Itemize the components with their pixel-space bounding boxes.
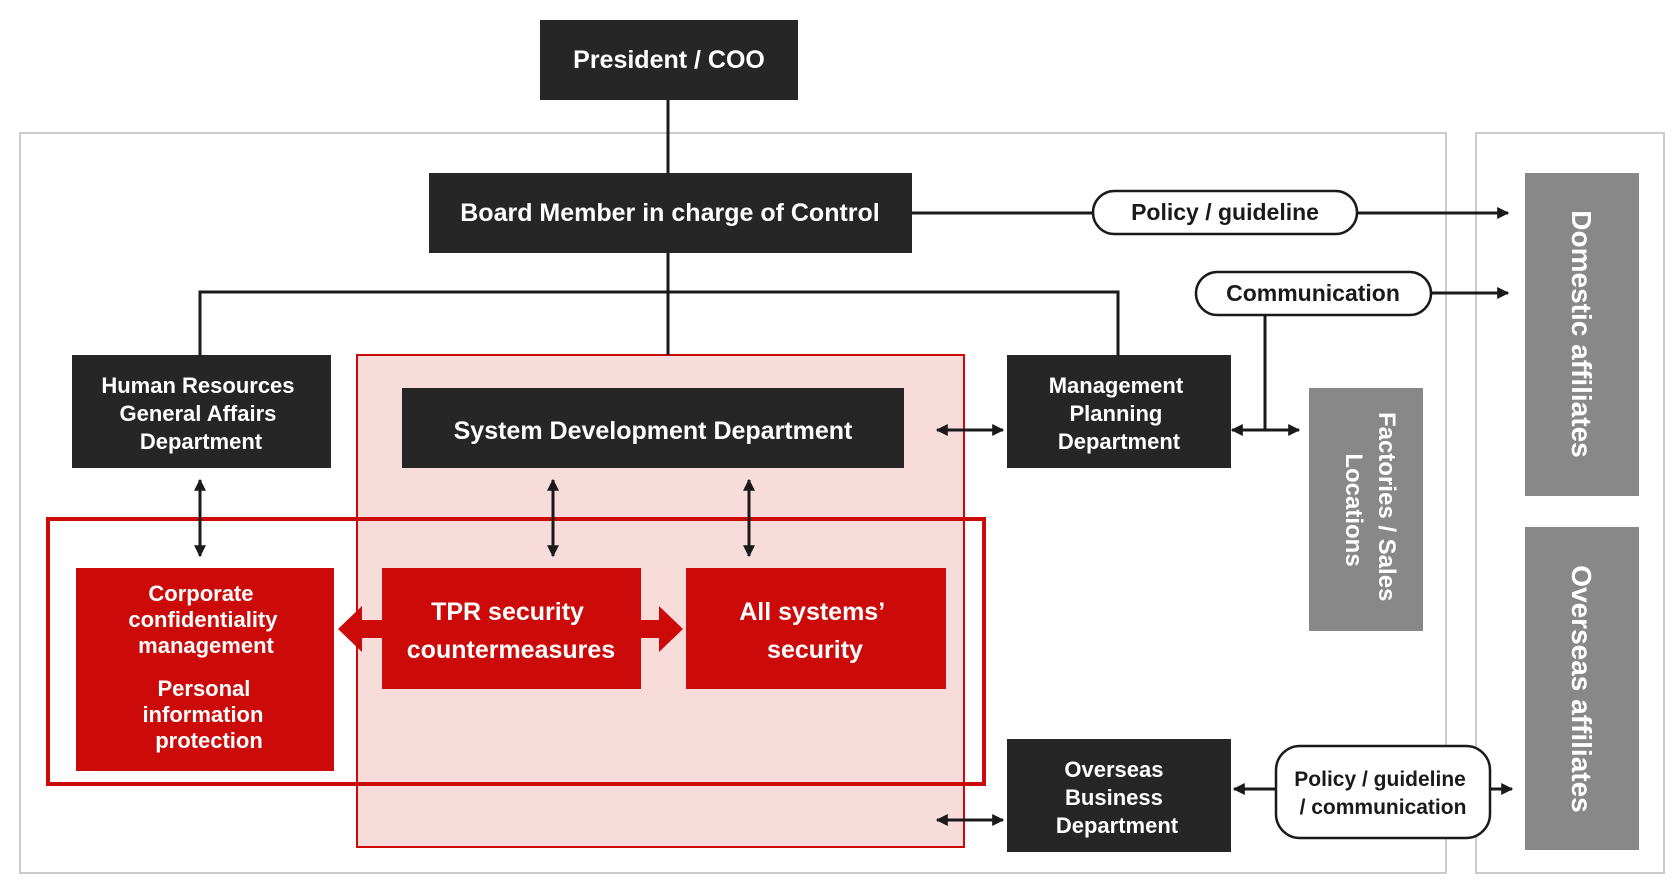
corporate-tpr-arrow <box>338 606 382 652</box>
box-allsys: All systems’ security <box>686 568 946 689</box>
box-board: Board Member in charge of Control <box>429 173 912 253</box>
factories-label: Factories / Sales Locations <box>1340 412 1400 608</box>
security-arrows <box>338 606 683 652</box>
security-outline <box>46 517 986 786</box>
box-overseas-dept: Overseas Business Department <box>1007 739 1231 852</box>
tpr-allsys-arrow <box>638 606 683 652</box>
mgmt-label: Management Planning Department <box>1049 373 1190 454</box>
personal-label: Personal information protection <box>142 676 269 753</box>
box-tpr: TPR security countermeasures <box>382 568 641 689</box>
corporate-label: Corporate confidentiality management <box>128 581 283 658</box>
box-sysdev: System Development Department <box>402 388 904 468</box>
box-mgmt: Management Planning Department <box>1007 355 1231 468</box>
hr-label: Human Resources General Affairs Departme… <box>101 373 300 454</box>
president-label: President / COO <box>573 46 765 74</box>
communication-label: Communication <box>1226 280 1400 306</box>
affiliates-frame <box>1475 132 1665 874</box>
pill-policy-communication: Policy / guideline / communication <box>1274 744 1492 840</box>
box-president: President / COO <box>540 20 798 100</box>
box-overseas-affiliates: Overseas affiliates <box>1525 527 1639 850</box>
pill-communication: Communication <box>1194 270 1433 317</box>
overseas-dept-label: Overseas Business Department <box>1056 757 1179 838</box>
allsys-label: All systems’ security <box>739 598 890 664</box>
branch-line <box>198 290 1120 355</box>
box-corporate: Corporate confidentiality management Per… <box>76 568 334 771</box>
box-factories: Factories / Sales Locations <box>1309 388 1423 631</box>
board-label: Board Member in charge of Control <box>460 199 879 227</box>
box-hr: Human Resources General Affairs Departme… <box>72 355 331 468</box>
tpr-label: TPR security countermeasures <box>407 598 615 664</box>
policy-label: Policy / guideline <box>1131 199 1319 225</box>
overseas-affiliates-label: Overseas affiliates <box>1566 565 1597 813</box>
pill-policy: Policy / guideline <box>1091 189 1359 236</box>
box-domestic: Domestic affiliates <box>1525 173 1639 496</box>
company-frame <box>19 132 1447 874</box>
policy-communication-label: Policy / guideline / communication <box>1294 768 1471 819</box>
sysdev-label: System Development Department <box>454 417 853 445</box>
domestic-label: Domestic affiliates <box>1566 210 1597 457</box>
